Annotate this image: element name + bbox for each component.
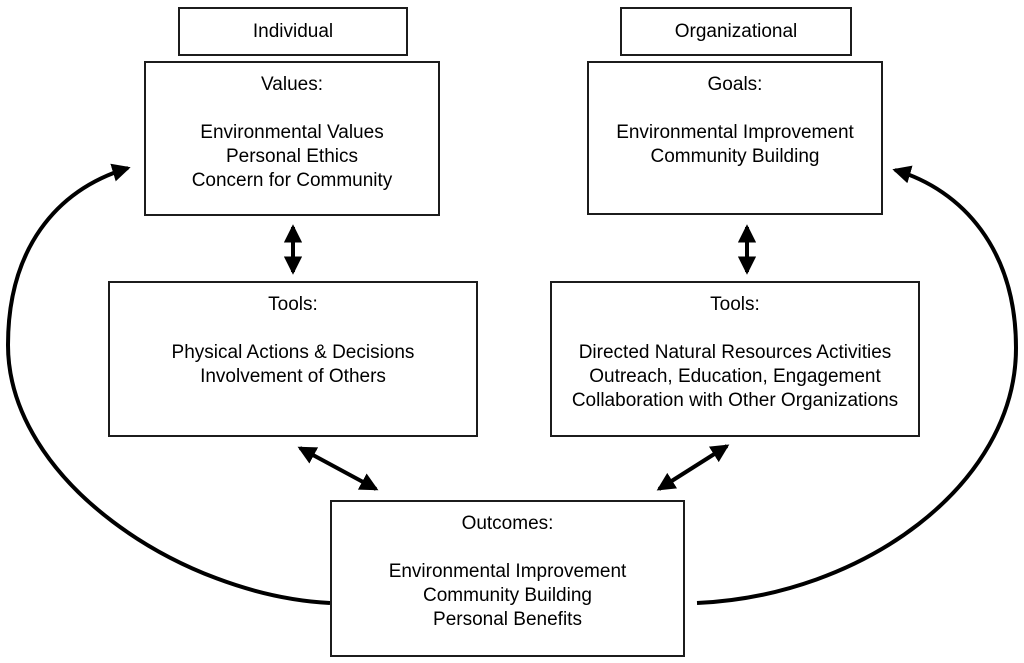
- outcomes-box-title: Outcomes:: [461, 513, 554, 534]
- tools-organizational-line: Outreach, Education, Engagement: [589, 366, 881, 387]
- outcomes-line: Community Building: [423, 585, 592, 606]
- organizational-header: Organizational: [620, 7, 852, 56]
- tools-organizational-line: Directed Natural Resources Activities: [578, 342, 892, 363]
- outcomes-line: Personal Benefits: [433, 609, 582, 630]
- tools-individual-box: Tools: Physical Actions & Decisions Invo…: [108, 281, 478, 437]
- tools-individual-box-lines: Physical Actions & Decisions Involvement…: [110, 341, 476, 389]
- goals-box-title: Goals:: [707, 74, 763, 95]
- individual-header: Individual: [178, 7, 408, 56]
- outcomes-line: Environmental Improvement: [388, 561, 627, 582]
- organizational-header-label: Organizational: [674, 20, 798, 42]
- goals-box: Goals: Environmental Improvement Communi…: [587, 61, 883, 215]
- values-box-title: Values:: [261, 74, 323, 95]
- goals-line: Environmental Improvement: [616, 122, 854, 143]
- tools-individual-line: Involvement of Others: [200, 366, 386, 387]
- values-line: Environmental Values: [200, 122, 384, 143]
- outcomes-box-lines: Environmental Improvement Community Buil…: [332, 560, 683, 632]
- goals-line: Community Building: [650, 146, 820, 167]
- values-line: Concern for Community: [191, 170, 393, 191]
- feedback-arrow-outcomes-to-values-icon: [5, 163, 331, 605]
- tools-organizational-box: Tools: Directed Natural Resources Activi…: [550, 281, 920, 437]
- values-box-lines: Environmental Values Personal Ethics Con…: [146, 121, 438, 193]
- arrow-tools-individual-outcomes-icon: [297, 446, 379, 491]
- tools-organizational-box-title: Tools:: [710, 294, 760, 315]
- feedback-arrow-outcomes-to-goals-icon: [696, 165, 1019, 605]
- tools-organizational-line: Collaboration with Other Organizations: [571, 390, 899, 411]
- values-box: Values: Environmental Values Personal Et…: [144, 61, 440, 216]
- goals-box-lines: Environmental Improvement Community Buil…: [589, 121, 881, 169]
- individual-header-label: Individual: [252, 20, 334, 42]
- tools-individual-box-title: Tools:: [268, 294, 318, 315]
- values-line: Personal Ethics: [225, 146, 358, 167]
- tools-organizational-box-lines: Directed Natural Resources Activities Ou…: [552, 341, 918, 413]
- outcomes-box: Outcomes: Environmental Improvement Comm…: [330, 500, 685, 657]
- arrow-tools-organizational-outcomes-icon: [656, 444, 730, 491]
- tools-individual-line: Physical Actions & Decisions: [171, 342, 415, 363]
